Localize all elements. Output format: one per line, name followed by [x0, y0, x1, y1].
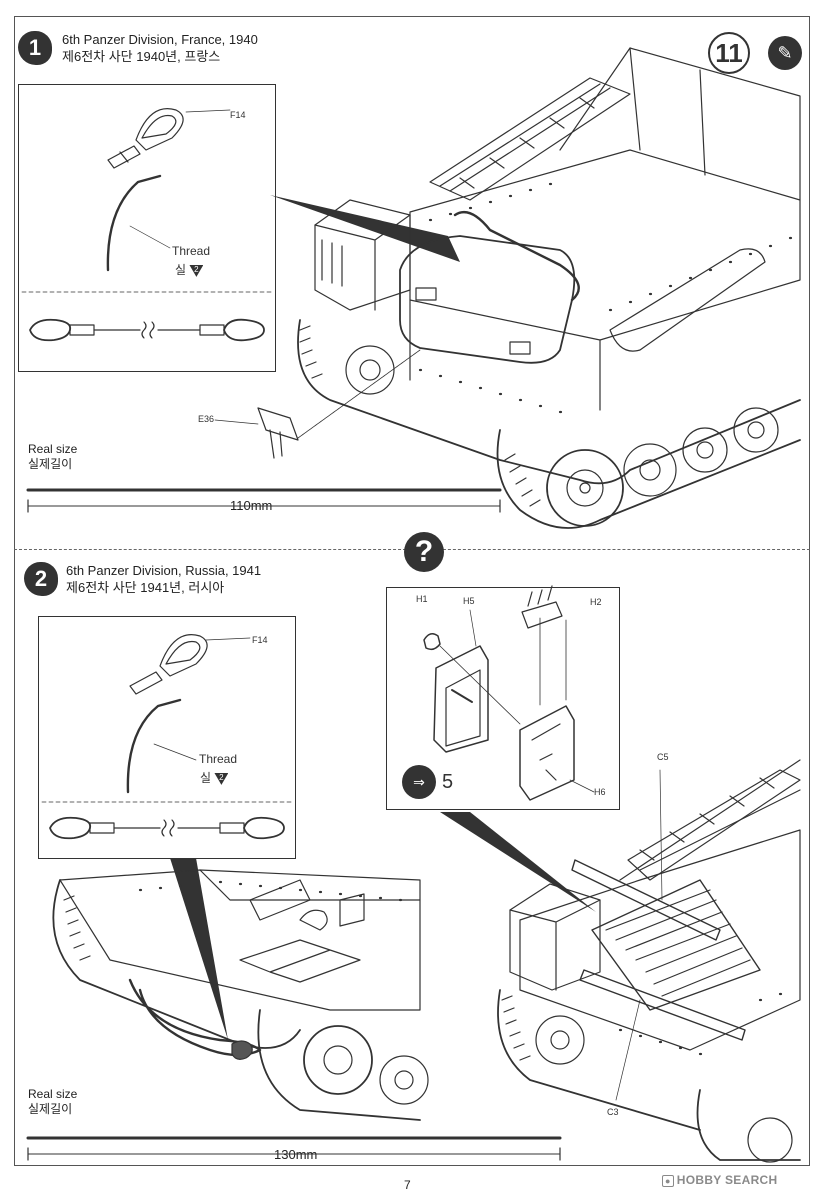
callout-part-c5: C5	[657, 752, 669, 762]
section-2-real-size: Real size 실제길이	[28, 1087, 77, 1117]
section-2-real-size-en: Real size	[28, 1087, 78, 1101]
sub-part-h6: H6	[594, 787, 606, 797]
step-number: 11	[708, 32, 750, 74]
page-frame	[14, 16, 810, 1166]
section-1-real-size-ko: 실제길이	[28, 457, 73, 471]
section-2-real-size-ko: 실제길이	[28, 1102, 73, 1116]
section-1-inset-part-label: F14	[230, 110, 246, 120]
sub-assembly-count: 5	[442, 771, 454, 793]
section-2-thread-label: Thread	[199, 752, 238, 766]
section-1-ruler	[26, 488, 502, 513]
page-number: 7	[404, 1178, 411, 1192]
section-2-title-ko: 제6전차 사단 1941년, 러시아	[66, 580, 225, 595]
section-1-thread-label: Thread	[172, 244, 211, 258]
watermark: ●HOBBY SEARCH	[662, 1173, 777, 1187]
sub-part-h2: H2	[590, 597, 602, 607]
watermark-text: HOBBY SEARCH	[676, 1173, 778, 1187]
section-2-right-tank-drawing	[497, 759, 801, 1163]
section-2-thread-ko: 실 2	[200, 769, 229, 786]
section-1-inset-drawing	[21, 108, 273, 342]
section-2-badge-number: 2	[34, 566, 48, 591]
callout-part-c3: C3	[607, 1107, 619, 1117]
section-1-real-size-en: Real size	[28, 442, 78, 456]
section-1-badge-number: 1	[28, 35, 42, 60]
section-2-inset-part-label: F14	[252, 635, 268, 645]
section-1-title-en: 6th Panzer Division, France, 1940	[62, 32, 258, 47]
section-2-title: 6th Panzer Division, Russia, 1941 제6전차 사…	[66, 562, 261, 596]
paint-brush-icon: ✎	[768, 36, 802, 70]
section-1-callout-part: E36	[198, 414, 215, 424]
question-mark-icon: ?	[404, 532, 444, 572]
sub-assembly-drawing	[423, 585, 595, 801]
section-2-left-tank-drawing	[52, 869, 429, 1121]
section-2-inset-drawing	[41, 634, 293, 840]
section-1-title-ko: 제6전차 사단 1940년, 프랑스	[62, 49, 221, 64]
sub-part-h5: H5	[463, 596, 475, 606]
section-1-thread-ko-text: 실	[175, 263, 187, 277]
section-1-real-size: Real size 실제길이	[28, 442, 77, 472]
section-2-ruler	[26, 1136, 562, 1161]
step-number-text: 11	[715, 37, 743, 68]
camera-icon: ●	[662, 1175, 674, 1187]
section-1-title: 6th Panzer Division, France, 1940 제6전차 사…	[62, 31, 258, 65]
sub-part-h1: H1	[416, 594, 428, 604]
section-1-thread-ko: 실 2	[175, 261, 204, 278]
section-2-title-en: 6th Panzer Division, Russia, 1941	[66, 563, 262, 578]
section-1-badge: 1	[18, 31, 52, 65]
section-2-thread-ko-text: 실	[200, 771, 212, 785]
sub-assembly-repeat-icon: ⇒	[402, 765, 436, 799]
section-1-inset	[18, 84, 276, 372]
section-2-badge: 2	[24, 562, 58, 596]
section-1-tank-drawing	[214, 47, 801, 529]
